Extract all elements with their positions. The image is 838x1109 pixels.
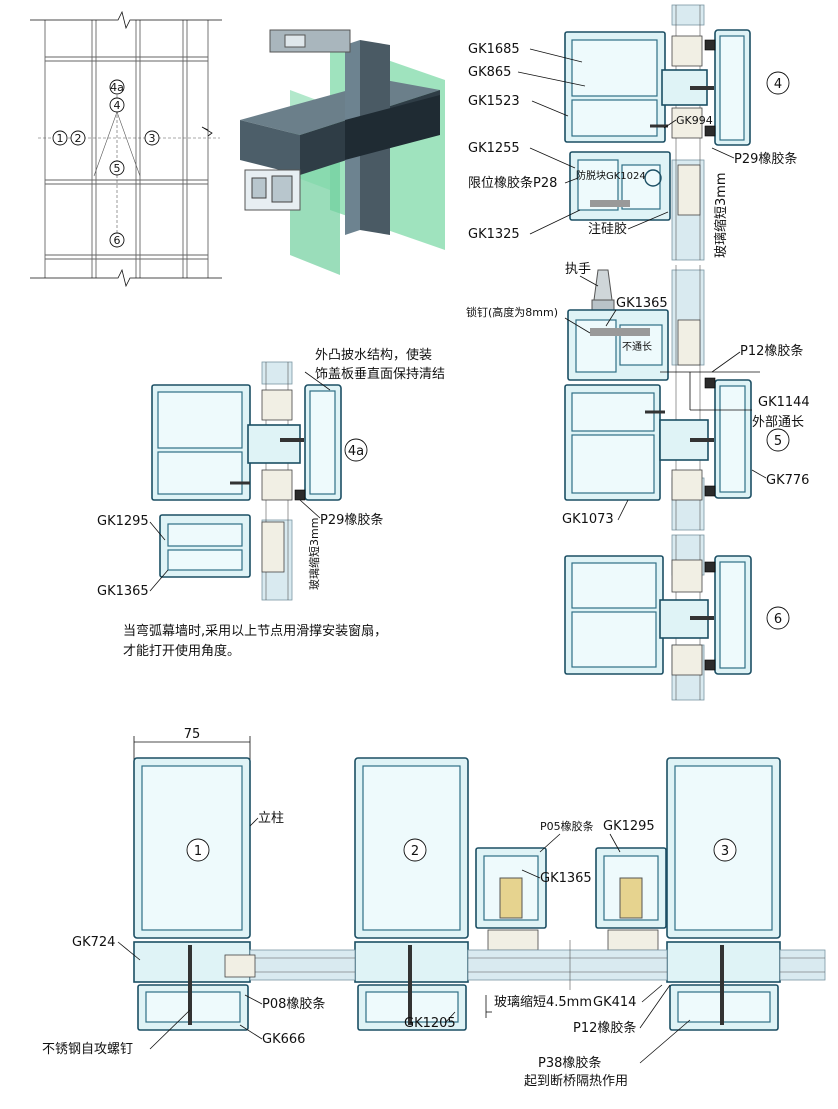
section-6-labels: 6: [766, 606, 790, 630]
section-5-drawing: [564, 265, 760, 531]
label-not-through: 不通长: [622, 341, 652, 353]
section-4-drawing: [564, 4, 751, 261]
label-p38: P38橡胶条: [538, 1055, 601, 1071]
plan-marker-3: 3: [721, 844, 729, 859]
label-p29-4a: P29橡胶条: [320, 512, 383, 528]
note-line-1: 当弯弧幕墙时,采用以上节点用滑撑安装窗扇，: [123, 624, 388, 639]
marker-1: 1: [57, 132, 64, 145]
label-gk865: GK865: [468, 65, 511, 80]
label-gk1523: GK1523: [468, 94, 520, 109]
label-gk1144: GK1144: [758, 395, 810, 410]
label-gk994: GK994: [676, 114, 713, 127]
label-gk1295-4a: GK1295: [97, 514, 149, 529]
note-text: 当弯弧幕墙时,采用以上节点用滑撑安装窗扇， 才能打开使用角度。: [123, 622, 387, 662]
section-4-labels: GK1685 GK865 GK1523 GK994 GK1255 防脱块GK10…: [468, 42, 797, 258]
marker-4a: 4a: [110, 81, 124, 94]
label-gk776: GK776: [766, 473, 809, 488]
label-external-through: 外部通长: [752, 415, 804, 430]
dimension-75: 75: [184, 727, 201, 742]
label-drip-line2: 饰盖板垂直面保持清结: [315, 367, 445, 382]
label-gk1255: GK1255: [468, 141, 520, 156]
label-thermal-break: 起到断桥隔热作用: [524, 1074, 628, 1089]
section-4a-labels: 外凸披水结构，使装 饰盖板垂直面保持清结 P29橡胶条 GK1295 GK136…: [97, 347, 445, 599]
section-5-labels: 执手 GK1365 锁钉(高度为8mm) 不通长 P12橡胶条 GK1144 外…: [466, 262, 810, 527]
label-gk666: GK666: [262, 1032, 305, 1047]
section-marker-5: 5: [774, 434, 782, 449]
label-p28: 限位橡胶条P28: [468, 175, 557, 191]
plan-section-drawing: [133, 736, 826, 1031]
elevation-markers: 4a 4 1 2 3 5 6: [52, 79, 160, 248]
label-stainless-screw: 不锈钢自攻螺钉: [42, 1042, 133, 1057]
section-6-drawing: [564, 534, 752, 701]
label-gk1205: GK1205: [404, 1016, 456, 1031]
marker-2: 2: [75, 132, 82, 145]
label-gk1685: GK1685: [468, 42, 520, 57]
label-p08: P08橡胶条: [262, 996, 325, 1012]
label-glass-4-5mm: 玻璃缩短4.5mm: [494, 994, 592, 1010]
plan-section-labels: 75 1 2 3 立柱 P05橡胶条 GK1295 GK1365 GK724 P…: [42, 727, 737, 1089]
label-glass-3mm-4a: 玻璃缩短3mm: [307, 518, 321, 590]
label-gk1295-plan: GK1295: [603, 819, 655, 834]
elevation-grid: [30, 10, 222, 288]
plan-marker-1: 1: [194, 844, 202, 859]
label-gk724: GK724: [72, 935, 115, 950]
label-gk1024: 防脱块GK1024: [576, 169, 646, 182]
section-marker-4a: 4a: [348, 444, 364, 459]
marker-6: 6: [114, 234, 121, 247]
label-silicone: 注硅胶: [588, 221, 627, 237]
marker-4: 4: [114, 99, 121, 112]
label-handle: 执手: [565, 262, 591, 277]
note-line-2: 才能打开使用角度。: [123, 644, 241, 659]
label-mullion: 立柱: [258, 811, 284, 826]
label-gk1325: GK1325: [468, 227, 520, 242]
label-gk1365-right: GK1365: [616, 296, 668, 311]
section-4a-drawing: [151, 361, 342, 601]
label-gk1365-4a: GK1365: [97, 584, 149, 599]
marker-3: 3: [149, 132, 156, 145]
label-p12-plan: P12橡胶条: [573, 1020, 636, 1036]
label-p29-top: P29橡胶条: [734, 151, 797, 167]
isometric-render: [240, 29, 445, 275]
plan-marker-2: 2: [411, 844, 419, 859]
label-p12-right: P12橡胶条: [740, 343, 803, 359]
label-drip-line1: 外凸披水结构，使装: [315, 347, 432, 363]
label-glass-3mm-right: 玻璃缩短3mm: [713, 172, 729, 258]
label-gk1073: GK1073: [562, 512, 614, 527]
marker-5: 5: [114, 162, 121, 175]
label-gk1365-plan: GK1365: [540, 871, 592, 886]
section-marker-4: 4: [774, 77, 782, 92]
section-marker-6: 6: [774, 612, 782, 627]
label-gk414: GK414: [593, 995, 636, 1010]
label-lock-pin: 锁钉(高度为8mm): [466, 305, 558, 319]
label-p05: P05橡胶条: [540, 819, 594, 833]
